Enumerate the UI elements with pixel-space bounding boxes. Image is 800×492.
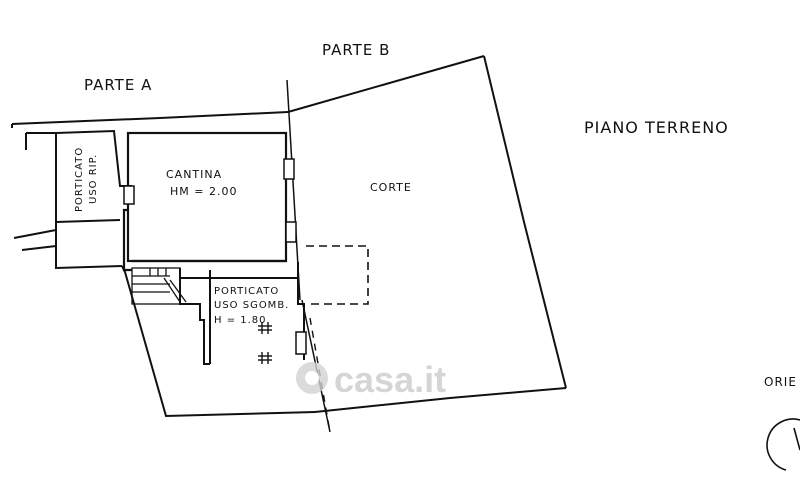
porticato-rip-room	[13, 129, 132, 270]
porticato-rip-label: PORTICATO	[74, 147, 85, 212]
cantina-openings	[123, 158, 297, 243]
cantina-label: CANTINA	[166, 168, 222, 181]
parte-a-label: PARTE A	[84, 76, 152, 94]
watermark-text: casa.it	[334, 359, 446, 400]
title-label: PIANO TERRENO	[584, 118, 729, 137]
orientation-compass-icon	[766, 418, 800, 471]
porticato-sgomb-use-label: USO SGOMB.	[214, 300, 289, 311]
porticato-sgomb-label: PORTICATO	[214, 286, 279, 297]
pillar-marks	[258, 322, 272, 364]
watermark-logo: casa.it	[296, 359, 446, 400]
orientation-label: ORIE	[764, 375, 797, 389]
cantina-room	[122, 131, 288, 272]
cantina-height-label: HM = 2.00	[170, 185, 237, 198]
porticato-rip-use-label: USO RIP.	[88, 154, 99, 204]
stair	[131, 267, 187, 305]
property-boundary	[11, 55, 567, 418]
corte-label: CORTE	[370, 181, 412, 194]
porticato-sgomb-height-label: H = 1.80	[214, 315, 267, 326]
dashed-annex	[306, 245, 369, 305]
porticato-opening	[295, 331, 307, 355]
porticato-sgomb-room	[179, 262, 305, 365]
parte-b-label: PARTE B	[322, 41, 390, 59]
